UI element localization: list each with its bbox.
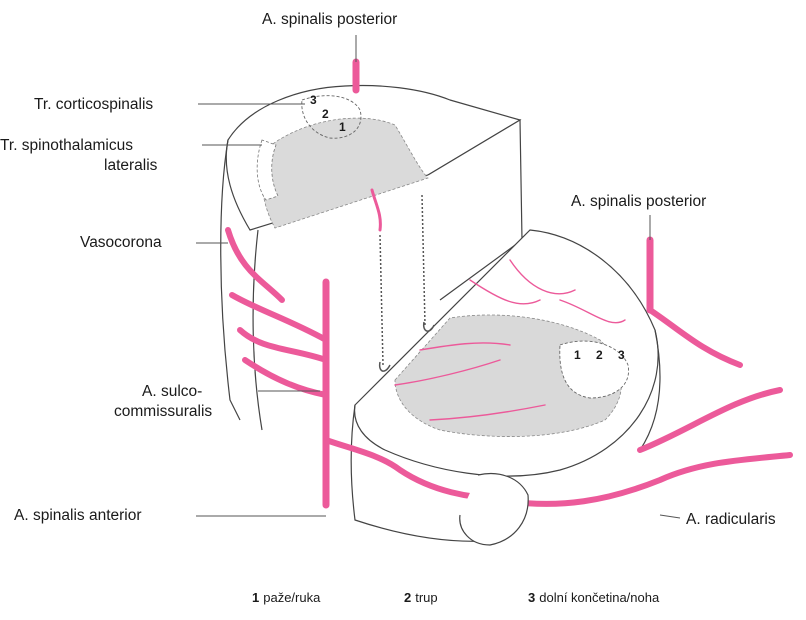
legend-text-1: paže/ruka <box>263 590 320 605</box>
legend-text-2: trup <box>415 590 437 605</box>
label-spinalis-anterior: A. spinalis anterior <box>14 506 142 525</box>
upper-block-inner-edge <box>253 230 262 430</box>
legend-num-2: 2 <box>404 590 411 605</box>
lower-num-1: 1 <box>574 348 581 362</box>
label-radicularis: A. radicularis <box>686 510 776 529</box>
lower-num-2: 2 <box>596 348 603 362</box>
upper-num-3: 3 <box>310 93 317 107</box>
label-spinalis-posterior-top: A. spinalis posterior <box>262 10 397 29</box>
nerve-root <box>460 474 528 545</box>
label-spinalis-posterior-right: A. spinalis posterior <box>571 192 706 211</box>
upper-num-1: 1 <box>339 120 346 134</box>
lower-num-3: 3 <box>618 348 625 362</box>
legend-item-1: 1 paže/ruka <box>252 590 320 605</box>
label-vasocorona: Vasocorona <box>80 233 162 252</box>
upper-num-2: 2 <box>322 107 329 121</box>
label-corticospinalis: Tr. corticospinalis <box>34 95 153 114</box>
legend-num-1: 1 <box>252 590 259 605</box>
legend-item-3: 3 dolní končetina/noha <box>528 590 659 605</box>
label-spinothalamicus-lateralis: lateralis <box>104 156 157 175</box>
upper-small-branch <box>372 190 380 230</box>
legend-text-3: dolní končetina/noha <box>539 590 659 605</box>
label-sulcocommissuralis-2: commissuralis <box>114 402 212 421</box>
legend-item-2: 2 trup <box>404 590 438 605</box>
label-sulcocommissuralis-1: A. sulco- <box>142 382 202 401</box>
legend-num-3: 3 <box>528 590 535 605</box>
label-spinothalamicus: Tr. spinothalamicus <box>0 136 133 155</box>
